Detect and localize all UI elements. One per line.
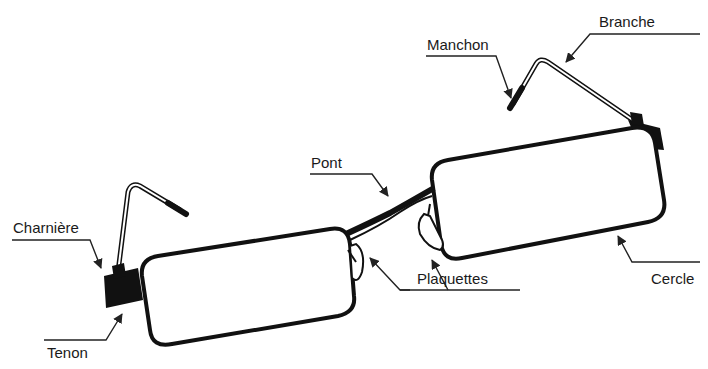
part-label: Branche [598,13,656,30]
right-temple [510,60,640,125]
part-label: Manchon [426,36,490,53]
part-label: Plaquettes [416,270,489,287]
part-label: Pont [310,154,343,171]
part-label: Cercle [650,270,695,287]
part-label: Charnière [12,219,80,236]
part-label: Tenon [46,344,89,361]
nose-pads [348,204,443,280]
leader-lines [12,34,700,340]
left-rim [142,229,354,345]
right-rim [432,128,665,259]
